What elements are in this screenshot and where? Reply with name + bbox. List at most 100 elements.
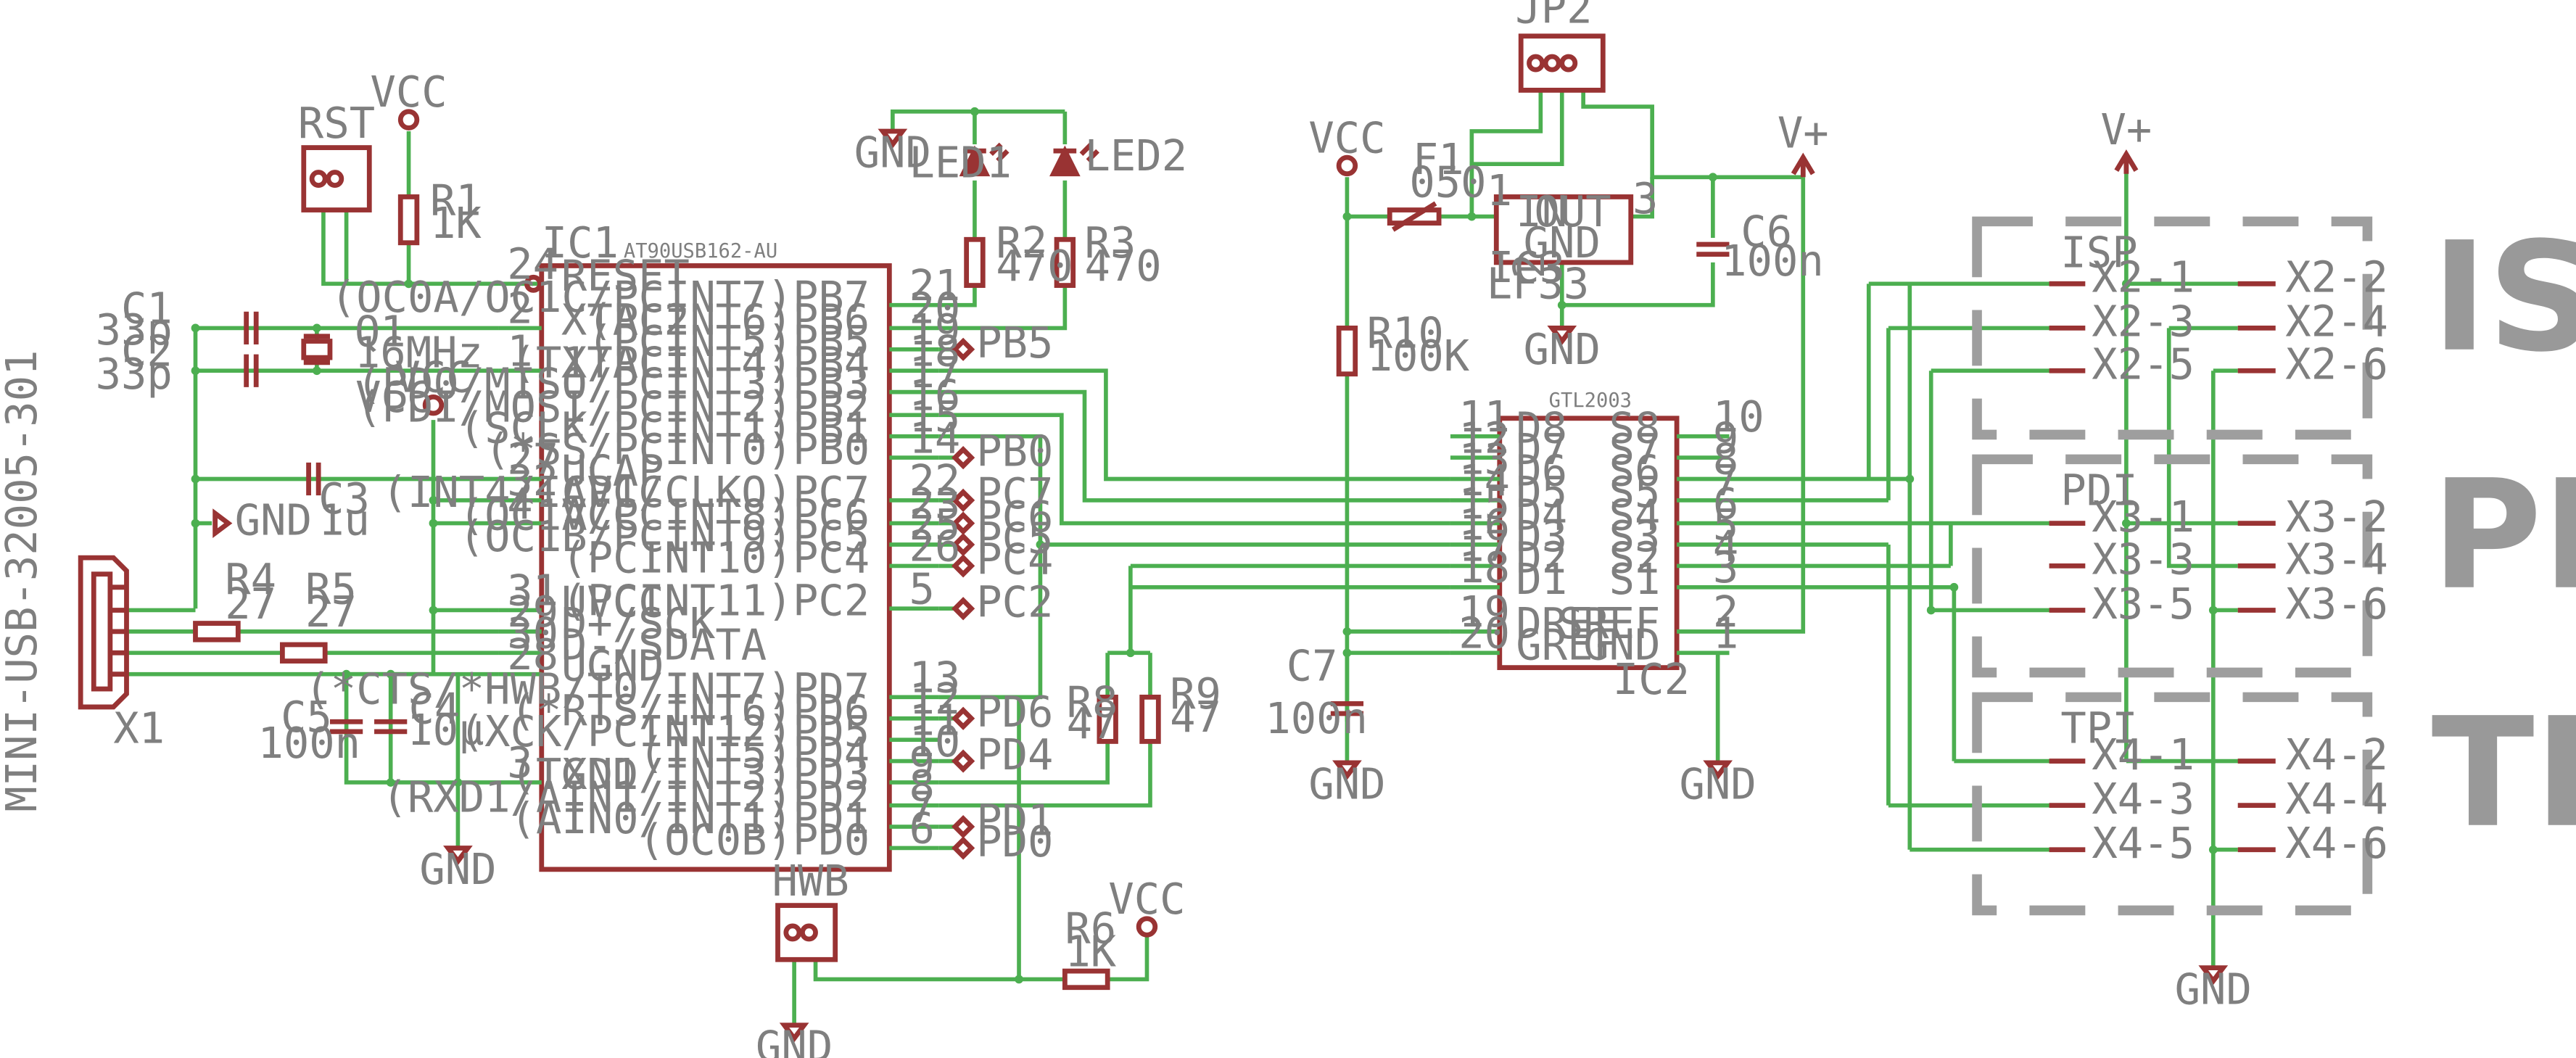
ic2-pin-num: 18 bbox=[1458, 542, 1510, 592]
junction-dot bbox=[1015, 975, 1023, 984]
ic2-pin-name: S2 bbox=[1609, 532, 1661, 582]
net-label-pd6: PD6 bbox=[976, 687, 1053, 737]
ic3-out: OUT bbox=[1534, 186, 1611, 236]
reset-inversion-bubble bbox=[524, 274, 542, 293]
ic1-pin-num: 10 bbox=[909, 716, 960, 766]
ic1-pin-name: GND bbox=[561, 749, 638, 799]
ic1-pin-name: (INT4/ICP1/CLKO)PC7 bbox=[382, 467, 870, 517]
ic1-pin-num: 13 bbox=[909, 653, 960, 703]
ic1-pin-name: (OC0A/OC1C/PCINT7)PB7 bbox=[331, 272, 870, 322]
vcc-label-2: VCC bbox=[395, 352, 471, 402]
ic2-pin-num: 17 bbox=[1458, 521, 1510, 571]
wire bbox=[1469, 90, 1543, 217]
ic1-pin-name: (PCINT6)PB6 bbox=[587, 294, 870, 344]
gnd-symbol bbox=[1547, 326, 1577, 346]
gnd-label-6: GND bbox=[1680, 759, 1756, 809]
gnd-label-7: GND bbox=[2175, 964, 2252, 1014]
x1-ref: X1 bbox=[113, 703, 165, 753]
ic1-pin-num: 17 bbox=[909, 347, 960, 397]
jp2-ref: JP2 bbox=[1515, 0, 1592, 33]
vcc-symbol bbox=[422, 394, 445, 416]
gnd-symbol bbox=[443, 846, 473, 866]
ic2-pin-name: D1 bbox=[1516, 554, 1567, 604]
junction-dot bbox=[191, 518, 200, 528]
ic1-pin-num: 32 bbox=[507, 455, 558, 505]
ic1-pin-name: (SCLK/PCINT1)PB1 bbox=[459, 403, 870, 453]
ic2-pin-num: 20 bbox=[1458, 608, 1510, 658]
ic2-ref: IC2 bbox=[1613, 654, 1690, 704]
q1-ref: Q1 bbox=[355, 306, 406, 356]
header-pin bbox=[1527, 54, 1545, 73]
ic1-pin-num: 14 bbox=[909, 413, 960, 463]
ic1-pin-num: 16 bbox=[909, 371, 960, 421]
hwb-header bbox=[775, 903, 838, 962]
vplus-label-1: V+ bbox=[1778, 108, 1829, 158]
wire bbox=[813, 959, 1020, 982]
wire bbox=[346, 420, 436, 677]
wire bbox=[1729, 177, 1806, 634]
junction-dot bbox=[1557, 300, 1566, 310]
ic3-pin: 2 bbox=[1504, 253, 1554, 278]
ic3-value: LF33 bbox=[1487, 259, 1590, 309]
pdi-pin-left: X3-1 bbox=[2092, 492, 2195, 542]
wire bbox=[938, 285, 977, 307]
r8-value: 47 bbox=[1067, 698, 1118, 748]
led2-ref: LED2 bbox=[1085, 131, 1188, 181]
ic1-pin-name: VCC bbox=[561, 490, 638, 540]
isp-pin-left: X2-1 bbox=[2092, 252, 2195, 302]
ic1-pin-num: 25 bbox=[909, 500, 960, 550]
ic2-pin-num: 3 bbox=[1713, 542, 1738, 592]
ic1-pin-name: (PDI/MOSI/PCINT2)PB2 bbox=[356, 381, 870, 431]
ic1-pin-name: (RXD1/AIN1/INT2)PD2 bbox=[382, 772, 870, 822]
c7-value: 100n bbox=[1265, 693, 1368, 743]
tpi-frame bbox=[1972, 692, 2373, 916]
part-line bbox=[1086, 149, 1100, 163]
ic1-pin-num: 15 bbox=[909, 392, 960, 442]
wire bbox=[938, 695, 1065, 982]
ic2-pin-name: SREF bbox=[1558, 598, 1661, 648]
junction-dot bbox=[429, 606, 438, 615]
ic2-pin-num: 6 bbox=[1713, 479, 1738, 529]
gnd-symbol bbox=[878, 128, 908, 149]
jp2-header bbox=[1518, 33, 1606, 93]
vcc-symbol bbox=[1136, 916, 1158, 938]
isp-title: ISP bbox=[2060, 228, 2137, 278]
ic2-pin-num: 16 bbox=[1458, 500, 1510, 550]
r1-value: 1K bbox=[430, 198, 482, 248]
ic2-pin-name: S3 bbox=[1609, 511, 1661, 561]
ic2-pin-num: 9 bbox=[1713, 413, 1738, 463]
r5-ref: R5 bbox=[305, 563, 357, 613]
header-pin bbox=[783, 923, 802, 942]
ic1-pin-name: AVCC bbox=[561, 467, 664, 517]
pin-pad bbox=[951, 836, 975, 860]
ic1-pin-num: 20 bbox=[909, 284, 960, 334]
isp-frame bbox=[1972, 216, 2373, 440]
c5-ref: C5 bbox=[281, 692, 332, 742]
gnd-label-side: GND bbox=[235, 495, 312, 545]
ic1-pin-name: (XCK/PCINT12)PD5 bbox=[459, 706, 870, 756]
gnd-symbol bbox=[779, 1022, 809, 1043]
ic2-pin-name: D8 bbox=[1516, 403, 1567, 453]
ic1-pin-name: XTAL1 bbox=[561, 337, 690, 387]
part-line bbox=[1391, 201, 1437, 232]
isp-pin-right: X2-6 bbox=[2285, 339, 2388, 389]
ic1-value: AT90USB162-AU bbox=[624, 240, 777, 263]
junction-dot bbox=[404, 279, 413, 289]
resistor bbox=[1139, 694, 1161, 744]
c4-ref: C4 bbox=[409, 684, 461, 734]
pdi-pin-right: X3-6 bbox=[2285, 579, 2388, 629]
rst-header bbox=[301, 145, 372, 212]
ic1-pin-num: 7 bbox=[909, 782, 934, 832]
r2-ref: R2 bbox=[996, 218, 1047, 268]
pin-pad bbox=[951, 749, 975, 773]
r8-ref: R8 bbox=[1067, 677, 1118, 727]
gnd-label-3: GND bbox=[756, 1022, 833, 1058]
ic1-pin-num: 6 bbox=[909, 803, 934, 854]
pin-pad bbox=[951, 706, 975, 730]
ic1-pin-name: UCAP bbox=[561, 446, 664, 496]
junction-dot bbox=[191, 366, 200, 376]
c3-ref: C3 bbox=[318, 474, 370, 524]
gnd-label-1: GND bbox=[419, 844, 496, 894]
tpi-pin-left: X4-1 bbox=[2092, 730, 2195, 780]
